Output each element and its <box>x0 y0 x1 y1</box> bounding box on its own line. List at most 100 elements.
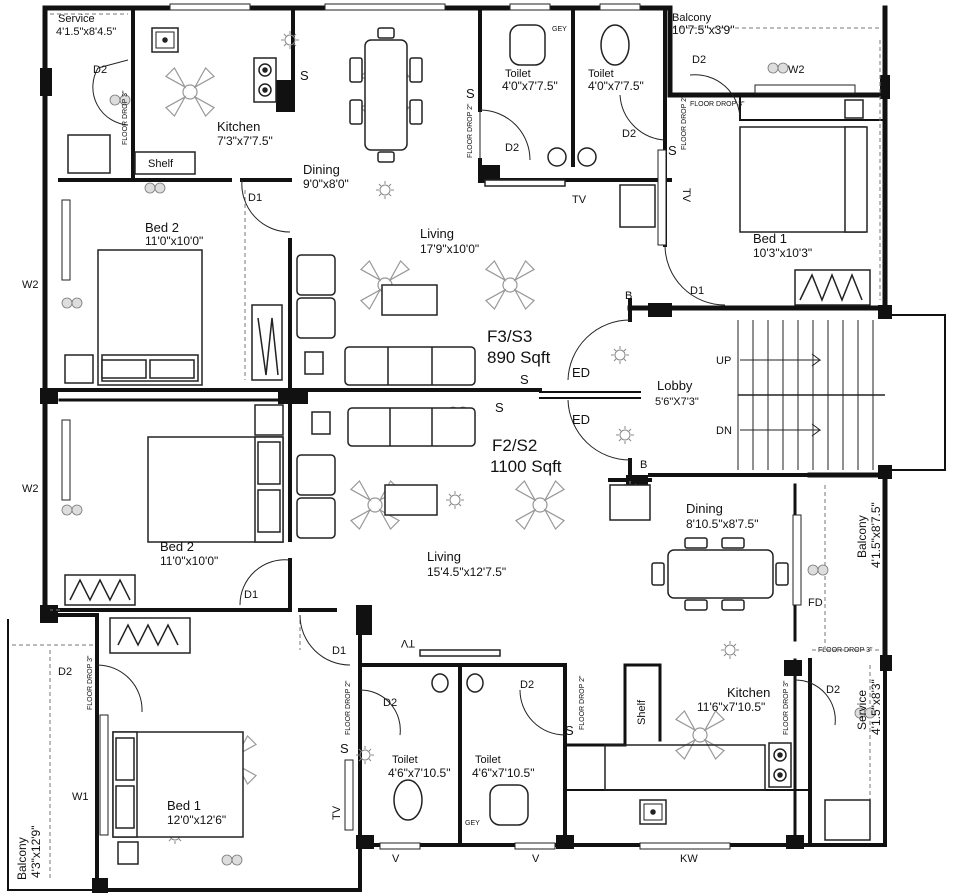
tag-ed: ED <box>572 412 590 427</box>
toilet-lower-a-dims: 4'6"x7'10.5" <box>388 766 450 780</box>
kitchen-lower-dims: 11'6"x7'10.5" <box>697 700 765 714</box>
bed2-lower-dims: 11'0"x10'0" <box>160 554 218 568</box>
tag-ed: ED <box>572 365 590 380</box>
tag-d2: D2 <box>622 128 636 140</box>
tag-b: B <box>640 459 647 471</box>
furniture-lower <box>64 404 871 865</box>
bed1-upper-name: Bed 1 <box>753 231 787 246</box>
labels-lobby: Lobby 5'6"X7'3" UP DN <box>655 355 732 437</box>
kitchen-upper-name: Kitchen <box>217 119 260 134</box>
tag-w2: W2 <box>22 279 39 291</box>
tag-floor-drop-2: FLOOR DROP 2" <box>681 95 688 150</box>
tag-d1: D1 <box>690 285 704 297</box>
dining-upper-dims: 9'0"x8'0" <box>303 177 349 191</box>
tag-d2: D2 <box>692 54 706 66</box>
toilet-upper-b-name: Toilet <box>588 68 614 80</box>
bed2-upper-dims: 11'0"x10'0" <box>145 234 203 248</box>
living-upper-dims: 17'9"x10'0" <box>420 242 479 256</box>
balcony-lower-west-dims: 4'3"x12'9" <box>29 826 43 878</box>
shelf-lower-label: Shelf <box>636 699 648 725</box>
tag-b: B <box>625 290 632 302</box>
bed2-upper-name: Bed 2 <box>145 220 179 235</box>
tag-tv: TV <box>400 637 415 649</box>
labels-upper: Service 4'1.5"x8'4.5" Kitchen 7'3"x7'7.5… <box>56 12 812 367</box>
tag-s: S <box>300 68 309 83</box>
shelf-upper-label: Shelf <box>148 158 174 170</box>
living-lower-name: Living <box>427 549 461 564</box>
service-upper-name: Service <box>58 13 95 25</box>
toilet-upper-a-dims: 4'0"x7'7.5" <box>502 79 558 93</box>
tag-w1: W1 <box>72 791 89 803</box>
tag-gey: GEY <box>465 820 480 827</box>
balcony-lower-west-name: Balcony <box>15 837 29 880</box>
tag-gey: GEY <box>552 26 567 33</box>
toilet-lower-a-name: Toilet <box>392 754 418 766</box>
unit-lower-area: 1100 Sqft <box>490 457 562 476</box>
tag-w2: W2 <box>788 64 805 76</box>
dining-upper-name: Dining <box>303 162 340 177</box>
tag-s: S <box>668 143 677 158</box>
tag-kw: KW <box>680 853 698 865</box>
furniture-upper <box>64 24 871 386</box>
bed1-lower-name: Bed 1 <box>167 798 201 813</box>
tag-d2: D2 <box>505 142 519 154</box>
lobby-dims: 5'6"X7'3" <box>655 396 699 408</box>
balcony-upper-dims: 10'7.5"x3'9" <box>672 23 734 37</box>
tag-w2: W2 <box>22 483 39 495</box>
service-lower-dims: 4'1.5"x8'3" <box>869 679 883 735</box>
doors <box>92 59 836 736</box>
tag-floor-drop: FLOOR DROP 3" <box>783 680 790 735</box>
service-lower-name: Service <box>855 690 869 730</box>
tag-tv: TV <box>680 188 692 203</box>
dining-lower-dims: 8'10.5"x8'7.5" <box>686 517 759 531</box>
tag-floor-drop-2: FLOOR DROP 2" <box>467 103 474 158</box>
unit-upper-name: F3/S3 <box>487 327 532 346</box>
tag-tv: TV <box>572 194 587 206</box>
tag-floor-drop: FLOOR DROP 3" <box>690 101 745 108</box>
balcony-upper-name: Balcony <box>672 12 712 24</box>
tag-floor-drop-2: FLOOR DROP 2" <box>345 680 352 735</box>
tag-d2: D2 <box>58 666 72 678</box>
bed1-upper-dims: 10'3"x10'3" <box>753 246 812 260</box>
toilet-upper-b-dims: 4'0"x7'7.5" <box>588 79 644 93</box>
tag-floor-drop: FLOOR DROP 3" <box>818 647 873 654</box>
tag-d2: D2 <box>383 697 397 709</box>
service-upper-dims: 4'1.5"x8'4.5" <box>56 26 116 38</box>
bed1-lower-dims: 12'0"x12'6" <box>167 813 226 827</box>
toilet-lower-b-dims: 4'6"x7'10.5" <box>472 766 534 780</box>
tag-d2: D2 <box>826 684 840 696</box>
bed2-lower-name: Bed 2 <box>160 539 194 554</box>
tag-v: V <box>392 853 400 865</box>
tag-d2: D2 <box>93 64 107 76</box>
tag-s: S <box>495 400 504 415</box>
tag-floor-drop-2: FLOOR DROP 2" <box>579 675 586 730</box>
staircase <box>737 320 885 470</box>
door-window-tags: D2 D1 D2 D2 D2 D1 W2 W2 W2 ED ED D1 D1 D… <box>22 26 873 865</box>
unit-lower-name: F2/S2 <box>492 436 537 455</box>
tag-d1: D1 <box>248 192 262 204</box>
kitchen-upper-dims: 7'3"x7'7.5" <box>217 134 273 148</box>
dining-lower-name: Dining <box>686 501 723 516</box>
dashed-lines <box>12 13 881 880</box>
tag-v: V <box>532 853 540 865</box>
balcony-lower-east-name: Balcony <box>855 515 869 558</box>
stair-up-label: UP <box>716 355 731 367</box>
balcony-lower-east-dims: 4'1.5"x8'7.5" <box>869 502 883 568</box>
living-lower-dims: 15'4.5"x12'7.5" <box>427 565 506 579</box>
tag-d1: D1 <box>332 645 346 657</box>
living-upper-name: Living <box>420 226 454 241</box>
tag-fd: FD <box>808 597 823 609</box>
tag-d1: D1 <box>244 589 258 601</box>
labels-lower: F2/S2 1100 Sqft Bed 2 11'0"x10'0" Living… <box>15 436 883 880</box>
columns <box>40 68 892 893</box>
tag-s: S <box>565 723 574 738</box>
kitchen-lower-name: Kitchen <box>727 685 770 700</box>
tag-s: S <box>520 372 529 387</box>
toilet-lower-b-name: Toilet <box>475 754 501 766</box>
stair-down-label: DN <box>716 425 732 437</box>
tag-tv: TV <box>331 805 343 820</box>
windows <box>61 3 856 850</box>
tag-floor-drop: FLOOR DROP 3" <box>122 90 129 145</box>
lobby-name: Lobby <box>657 378 693 393</box>
